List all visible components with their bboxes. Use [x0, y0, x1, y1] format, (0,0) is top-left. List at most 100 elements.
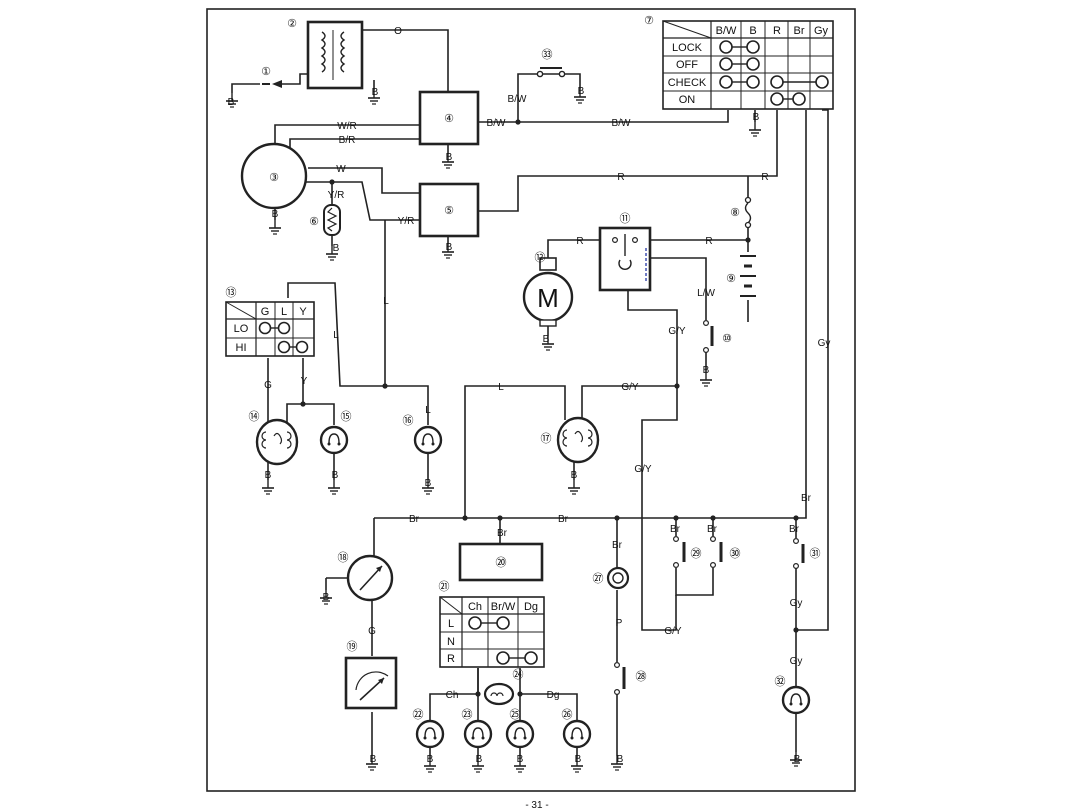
rectifier-regulator	[418, 182, 480, 238]
main-switch-col-br: Br	[794, 25, 805, 37]
wire-label: G	[368, 626, 376, 637]
turn-col-brw: Br/W	[491, 601, 516, 613]
wire-label: W	[336, 164, 346, 175]
number-23: ㉓	[462, 708, 473, 721]
number-7: ⑦	[644, 15, 654, 27]
motor-letter: M	[537, 283, 559, 313]
main-switch-row-off: OFF	[676, 59, 698, 71]
wire-label: L	[498, 382, 504, 393]
wire-label: Gy	[790, 656, 803, 667]
number-2: ②	[287, 18, 297, 30]
wire-label: O	[394, 26, 402, 37]
number-14: ⑭	[249, 410, 260, 423]
dimmer-switch-text: G L Y LO HI	[234, 306, 308, 354]
headlight	[255, 418, 299, 466]
flasher-relay	[458, 542, 544, 582]
number-4: ④	[444, 113, 454, 125]
ground-symbol	[261, 479, 275, 495]
ground-label: B	[446, 152, 453, 163]
number-32: ㉜	[775, 675, 786, 688]
number-10: ⑩	[722, 333, 732, 345]
wire-label: G	[264, 380, 272, 391]
wire-label: Y/R	[328, 190, 345, 201]
cdi-unit	[418, 90, 480, 146]
ground-label: B	[753, 112, 760, 123]
fuse	[744, 196, 752, 229]
ground-label: B	[427, 754, 434, 765]
main-switch-col-gy: Gy	[814, 25, 829, 37]
number-15: ⑮	[341, 410, 352, 423]
page-footer: - 31 -	[525, 800, 548, 810]
wire-label: B/W	[508, 94, 527, 105]
wire-label: W/R	[337, 121, 356, 132]
ground-label: B	[575, 754, 582, 765]
oil-level-switch	[792, 537, 805, 569]
main-switch-row-check: CHECK	[668, 77, 707, 89]
wire-label: B/W	[487, 118, 506, 129]
tail-brake-light	[556, 416, 600, 464]
number-13: ⑬	[226, 286, 237, 299]
number-3: ③	[269, 172, 279, 184]
turn-row-l: L	[448, 618, 454, 630]
fuel-sender	[344, 656, 398, 710]
front-brake-switch	[672, 535, 686, 568]
wire-label: G/Y	[621, 382, 639, 393]
turn-indicator	[483, 682, 515, 706]
wire-label: Br	[707, 524, 718, 535]
wire-label: R	[617, 172, 624, 183]
number-18: ⑱	[338, 551, 349, 564]
wire-labels: O W/R B/R B/W B/W B/W W Y/R Y/R R R R R …	[264, 26, 830, 701]
wire-label: L/W	[697, 288, 715, 299]
starter-switch	[702, 320, 714, 354]
high-beam-indicator	[413, 425, 443, 455]
ground-label: B	[370, 754, 377, 765]
ground-label: B	[517, 754, 524, 765]
number-28: ㉘	[636, 670, 647, 683]
wire-label: G/Y	[664, 626, 682, 637]
wire-label: R	[576, 236, 583, 247]
wire-label: B/R	[339, 135, 356, 146]
turn-row-r: R	[447, 653, 455, 665]
dimmer-row-lo: LO	[234, 323, 249, 335]
battery	[740, 255, 756, 297]
wire-label: Gy	[790, 598, 803, 609]
generator	[240, 142, 308, 210]
ground-symbol	[268, 219, 282, 235]
number-33: ㉝	[542, 48, 553, 61]
wire-label: L	[333, 330, 339, 341]
main-switch	[662, 20, 834, 110]
wire-label: L	[383, 296, 389, 307]
number-12: ⑫	[535, 251, 546, 264]
wire-label: Y	[301, 376, 308, 387]
wire-label: P	[616, 618, 623, 629]
number-8: ⑧	[730, 207, 740, 219]
turn-switch	[439, 596, 545, 668]
flasher-light-front-right	[505, 719, 535, 749]
spark-plug	[262, 80, 282, 88]
ground-label: B	[794, 754, 801, 765]
wire-label: Y/R	[398, 216, 415, 227]
ground-label: B	[228, 97, 235, 108]
wiring	[231, 29, 829, 758]
number-19: ⑲	[347, 640, 358, 653]
number-6: ⑥	[309, 216, 319, 228]
number-31: ㉛	[810, 547, 821, 560]
horn	[606, 566, 630, 590]
switch-33	[536, 67, 566, 78]
number-9: ⑨	[726, 273, 736, 285]
ground-label: B	[272, 209, 279, 220]
ground-labels: B B B B B B B B B B B B B B B B B B B B …	[228, 86, 801, 765]
dimmer-col-l: L	[281, 306, 287, 318]
number-20: ⑳	[496, 556, 507, 569]
ground-label: B	[333, 243, 340, 254]
number-11: ⑪	[620, 212, 631, 225]
main-switch-col-b: B	[749, 25, 756, 37]
main-switch-row-lock: LOCK	[672, 42, 703, 54]
main-switch-col-bw: B/W	[716, 25, 737, 37]
dimmer-col-y: Y	[299, 306, 307, 318]
number-22: ㉒	[413, 708, 424, 721]
ground-label: B	[265, 470, 272, 481]
wire-label: Br	[497, 528, 508, 539]
ground-label: B	[578, 86, 585, 97]
ignition-coil	[306, 20, 364, 90]
